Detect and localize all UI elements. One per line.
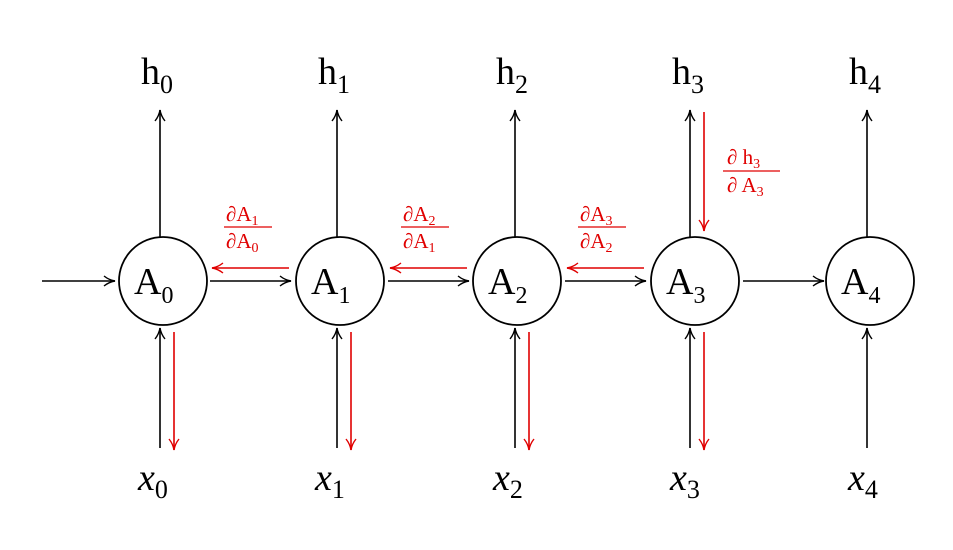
cell-label: A — [311, 261, 339, 303]
output-label-4: h4 — [849, 51, 881, 99]
output-label-3: h3 — [672, 51, 704, 99]
gradient-label-a1-a0: ∂A1 ∂A0 — [224, 202, 272, 256]
svg-text:A1: A1 — [311, 261, 350, 309]
cell-label: A — [841, 261, 869, 303]
gradient-denominator: ∂A0 — [226, 229, 259, 256]
gradient-numerator: ∂A2 — [403, 202, 436, 229]
output-label-0: h0 — [141, 51, 173, 99]
gradient-numerator: ∂ h3 — [727, 145, 760, 172]
gradient-label-a2-a1: ∂A2 ∂A1 — [401, 202, 449, 256]
cell-subscript: 0 — [161, 283, 173, 309]
cell-label: A — [488, 261, 516, 303]
cell-circle — [650, 236, 740, 326]
input-label-2: x2 — [492, 457, 523, 504]
input-label-4: x4 — [847, 457, 878, 504]
gradient-label-h3-a3: ∂ h3 ∂ A3 — [723, 145, 780, 200]
cell-label: A — [666, 261, 694, 303]
gradient-denominator: ∂A1 — [403, 229, 436, 256]
output-label-2: h2 — [496, 51, 528, 99]
input-arrows — [154, 327, 873, 451]
cell-label: A — [134, 261, 162, 303]
inputs: x0 x1 x2 x3 x4 — [137, 457, 878, 504]
svg-text:A3: A3 — [666, 261, 705, 309]
input-label-0: x0 — [137, 457, 168, 504]
cell-0: A0 — [118, 236, 208, 326]
gradient-numerator: ∂A1 — [226, 202, 259, 229]
output-arrows — [154, 109, 873, 237]
cell-circle — [118, 236, 208, 326]
cell-circle — [295, 236, 385, 326]
cell-subscript: 2 — [515, 283, 527, 309]
cell-3: A3 — [650, 236, 740, 326]
svg-text:A0: A0 — [134, 261, 173, 309]
svg-text:A4: A4 — [841, 261, 880, 309]
gradient-denominator: ∂ A3 — [727, 173, 764, 200]
cell-4: A4 — [825, 236, 915, 326]
input-label-1: x1 — [314, 457, 345, 504]
outputs: h0 h1 h2 h3 h4 — [141, 51, 881, 99]
gradient-label-a3-a2: ∂A3 ∂A2 — [578, 202, 626, 256]
cell-1: A1 — [295, 236, 385, 326]
cell-subscript: 3 — [693, 283, 705, 309]
svg-text:A2: A2 — [488, 261, 527, 309]
cell-circle — [472, 236, 562, 326]
cell-subscript: 4 — [868, 283, 880, 309]
gradient-numerator: ∂A3 — [580, 202, 613, 229]
input-label-3: x3 — [669, 457, 700, 504]
cell-subscript: 1 — [338, 283, 350, 309]
gradient-denominator: ∂A2 — [580, 229, 613, 256]
cell-2: A2 — [472, 236, 562, 326]
cell-circle — [825, 236, 915, 326]
output-label-1: h1 — [318, 51, 350, 99]
